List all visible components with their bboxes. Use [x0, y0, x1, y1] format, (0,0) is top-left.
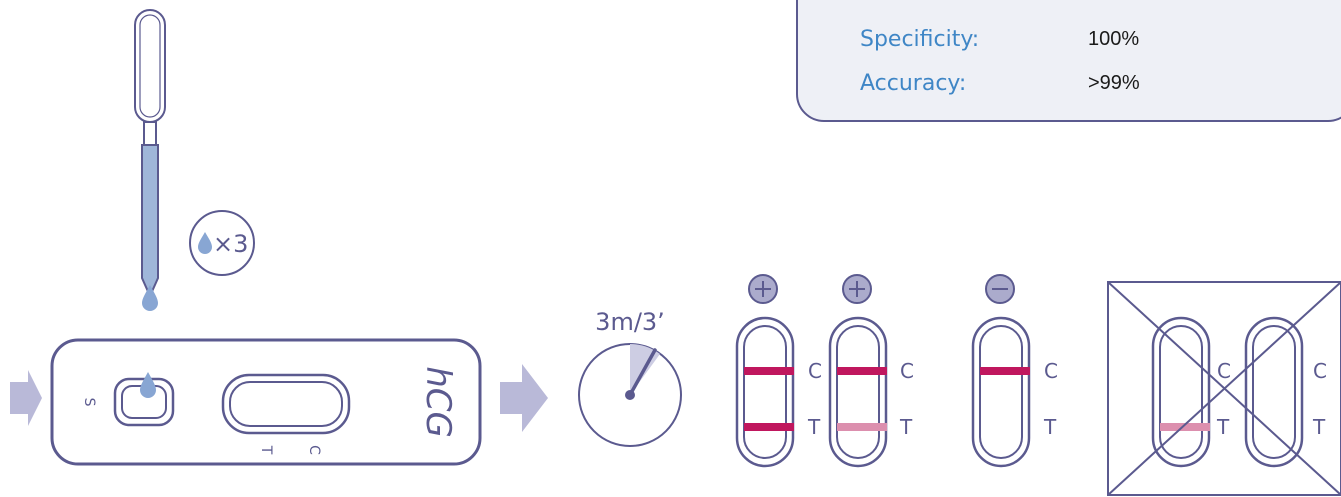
result-strip-weak-positive: C T [828, 316, 914, 468]
positive-badge [748, 274, 778, 304]
test-cassette: S C T hCG [50, 338, 482, 466]
cassette-test-label: T [258, 445, 274, 455]
accuracy-row: Accuracy: >99% [798, 71, 1341, 101]
result-strip-positive: C T [735, 316, 822, 468]
specificity-label: Specificity: [860, 27, 980, 52]
control-line [837, 367, 887, 375]
cassette-control-label: C [306, 445, 322, 455]
strip-control-label: C [1217, 359, 1231, 383]
control-line [744, 367, 794, 375]
negative-badge [985, 274, 1015, 304]
specificity-row: Specificity: 100% [798, 27, 1341, 57]
positive-weak-badge [842, 274, 872, 304]
strip-test-label: T [807, 415, 821, 439]
cassette-brand: hCG [418, 366, 458, 438]
pipette [134, 9, 166, 299]
invalid-results: C T C T [1107, 281, 1341, 496]
drop-icon [142, 285, 158, 311]
strip-control-label: C [900, 359, 914, 383]
arrow-right-icon [500, 364, 548, 432]
sample-well-label: S [81, 398, 97, 407]
test-line [744, 423, 794, 431]
strip-test-label: T [1312, 415, 1326, 439]
strip-control-label: C [1044, 359, 1058, 383]
drops-count-text: ×3 [213, 230, 248, 258]
drop-icon [198, 232, 212, 254]
invalid-cross-icon [1107, 281, 1341, 496]
test-line-faint [1160, 423, 1210, 431]
drop-icon [140, 372, 156, 398]
strip-test-label: T [899, 415, 913, 439]
accuracy-label: Accuracy: [860, 71, 967, 96]
accuracy-value: >99% [1088, 72, 1140, 94]
arrow-right-icon [10, 370, 42, 426]
control-line [980, 367, 1030, 375]
strip-control-label: C [808, 359, 822, 383]
specificity-value: 100% [1088, 28, 1140, 50]
performance-info-panel: Specificity: 100% Accuracy: >99% [796, 0, 1341, 122]
result-strip-negative: C T [971, 316, 1058, 468]
test-line-faint [837, 423, 887, 431]
strip-test-label: T [1043, 415, 1057, 439]
timer-icon: 3m/3’ [578, 308, 682, 447]
drops-count-badge: ×3 [189, 210, 255, 276]
strip-control-label: C [1313, 359, 1327, 383]
strip-test-label: T [1216, 415, 1230, 439]
wait-time-label: 3m/3’ [595, 308, 665, 336]
